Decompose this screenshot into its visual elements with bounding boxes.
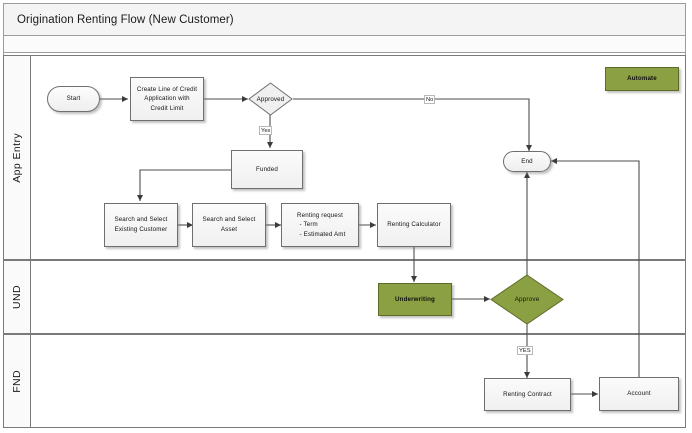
diagram-subheader-bar xyxy=(3,36,686,53)
node-create-line-of-credit[interactable]: Create Line of Credit Application with C… xyxy=(130,77,204,121)
node-approve-decision[interactable]: Approve xyxy=(490,274,564,325)
page-title: Origination Renting Flow (New Customer) xyxy=(17,13,234,26)
node-underwriting-label: Underwriting xyxy=(395,295,435,303)
node-renting-calculator[interactable]: Renting Calculator xyxy=(377,203,451,247)
swimlane-header-fnd: FND xyxy=(4,335,31,427)
swimlane-app-entry: App Entry xyxy=(3,55,686,260)
node-underwriting[interactable]: Underwriting xyxy=(378,283,452,316)
edge-label-yes-upper: YES xyxy=(517,346,533,355)
node-funded[interactable]: Funded xyxy=(231,150,303,189)
node-end[interactable]: End xyxy=(503,151,551,172)
swimlane-header-app-entry: App Entry xyxy=(4,56,31,259)
swimlane-label-und: UND xyxy=(11,285,23,309)
node-renting-contract-label: Renting Contract xyxy=(503,390,552,398)
node-account[interactable]: Account xyxy=(599,377,679,411)
node-start-label: Start xyxy=(66,95,81,103)
swimlane-header-und: UND xyxy=(4,261,31,333)
diagram-title-bar: Origination Renting Flow (New Customer) xyxy=(3,3,686,36)
swimlane-und: UND xyxy=(3,260,686,334)
legend-automate-label: Automate xyxy=(627,75,657,83)
swimlane-fnd: FND xyxy=(3,334,686,428)
node-account-label: Account xyxy=(627,390,651,398)
node-renting-calculator-label: Renting Calculator xyxy=(387,221,441,229)
node-search-existing-customer-label: Search and Select Existing Customer xyxy=(114,216,168,233)
node-renting-request[interactable]: Renting request - Term - Estimated Amt xyxy=(281,203,359,247)
approve-diamond-shape xyxy=(490,274,564,325)
swimlane-label-app-entry: App Entry xyxy=(11,132,23,183)
node-search-select-asset[interactable]: Search and Select Asset xyxy=(192,203,266,247)
node-approve-label: Approve xyxy=(514,296,540,303)
node-start[interactable]: Start xyxy=(47,86,100,112)
node-search-select-asset-label: Search and Select Asset xyxy=(202,216,256,233)
edge-label-yes: Yes xyxy=(259,126,273,135)
legend-automate-box: Automate xyxy=(605,67,679,91)
approved-diamond-shape xyxy=(248,82,293,116)
node-approved-decision[interactable]: Approved xyxy=(248,82,293,116)
node-funded-label: Funded xyxy=(256,165,278,173)
node-create-line-of-credit-label: Create Line of Credit Application with C… xyxy=(136,85,198,112)
edge-label-no: No xyxy=(424,95,436,104)
node-approved-label: Approved xyxy=(256,95,285,103)
node-renting-request-label: Renting request - Term - Estimated Amt xyxy=(297,211,346,238)
node-end-label: End xyxy=(521,157,533,165)
node-renting-contract[interactable]: Renting Contract xyxy=(484,378,571,411)
node-search-existing-customer[interactable]: Search and Select Existing Customer xyxy=(104,203,178,247)
swimlane-label-fnd: FND xyxy=(11,369,23,393)
